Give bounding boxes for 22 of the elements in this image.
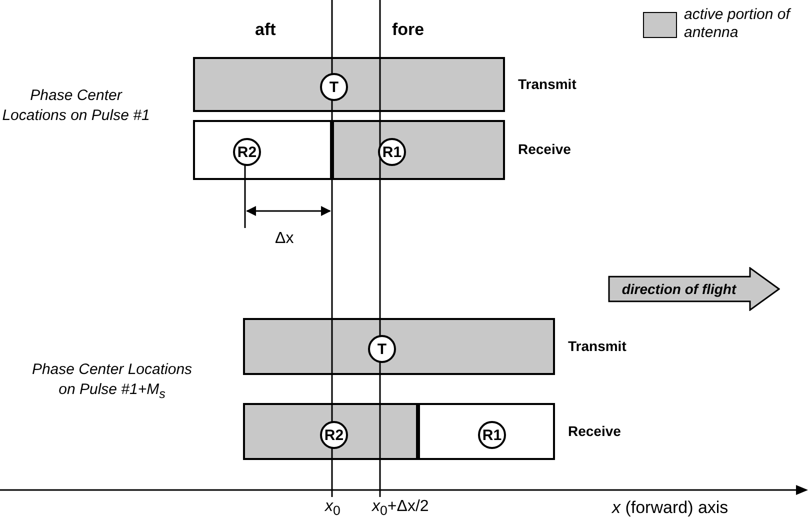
bar-label: Transmit — [568, 338, 626, 354]
phase-center-circle: T — [368, 335, 396, 363]
axis-tick-label: x$_{0}$+Δx/2 — [372, 498, 429, 518]
axis-title: x (forward) axis — [612, 498, 728, 518]
antenna-bar — [193, 57, 505, 112]
column-heading: aft — [255, 20, 276, 40]
legend-label: active portion of antenna — [684, 6, 792, 42]
bar-label: Receive — [568, 422, 621, 438]
phase-center-circle: T — [320, 73, 348, 101]
side-note: Phase Center Locations on Pulse #1+M$_{s}$ — [30, 360, 194, 403]
dimension-label: Δx — [275, 230, 294, 248]
phase-center-circle: R2 — [233, 138, 261, 166]
antenna-bar — [243, 318, 555, 375]
side-note: Phase Center Locations on Pulse #1 — [1, 86, 151, 126]
column-heading: fore — [392, 20, 424, 40]
direction-arrow — [608, 267, 780, 311]
bar-label: Transmit — [518, 76, 576, 92]
antenna-bar — [332, 120, 505, 180]
phase-center-circle: R1 — [378, 138, 406, 166]
arrow-label: direction of flight — [620, 280, 738, 299]
axis-tick-label: x$_{0}$ — [325, 498, 340, 518]
bar-label: Receive — [518, 141, 571, 157]
